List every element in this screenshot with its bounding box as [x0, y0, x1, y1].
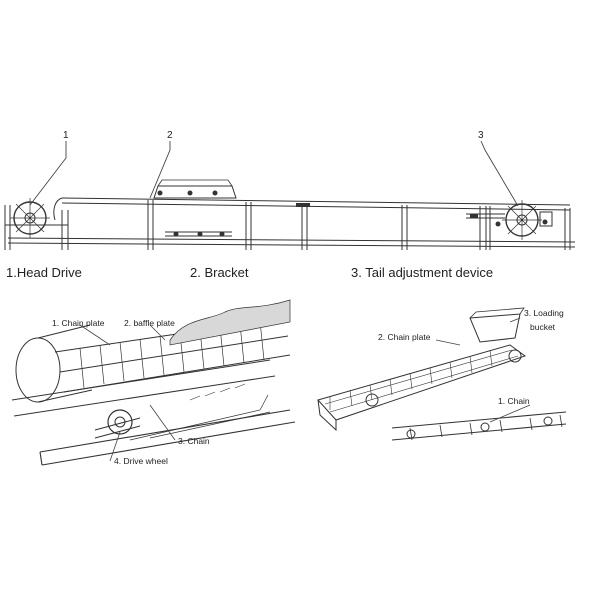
drive-wheel — [107, 409, 133, 435]
callout-leaders — [29, 140, 519, 207]
right-labels: 2. Chain plate 3. Loading bucket 1. Chai… — [378, 308, 564, 423]
caption-head-drive: 1.Head Drive — [6, 265, 82, 280]
right-perspective-drawing — [317, 307, 567, 441]
label-chain-left: 3. Chain — [178, 436, 210, 446]
label-loading: 3. Loading — [524, 308, 564, 318]
callout-3: 3 — [478, 130, 484, 141]
label-baffle-plate: 2. baffle plate — [124, 318, 175, 328]
label-chain-plate-right: 2. Chain plate — [378, 332, 431, 342]
label-bucket: bucket — [530, 322, 556, 332]
callout-1: 1 — [63, 130, 69, 141]
left-labels: 1. Chain plate 2. baffle plate 3. Chain … — [52, 318, 210, 466]
callout-2: 2 — [167, 130, 173, 141]
caption-bracket: 2. Bracket — [190, 265, 249, 280]
label-drive-wheel: 4. Drive wheel — [114, 456, 168, 466]
caption-tail-adjustment: 3. Tail adjustment device — [351, 265, 493, 280]
side-elevation — [4, 179, 576, 250]
label-chain-right: 1. Chain — [498, 396, 530, 406]
loading-bucket — [469, 313, 521, 343]
label-chain-plate-left: 1. Chain plate — [52, 318, 105, 328]
side-elevation-details — [157, 190, 548, 237]
left-perspective-drawing — [11, 299, 296, 466]
